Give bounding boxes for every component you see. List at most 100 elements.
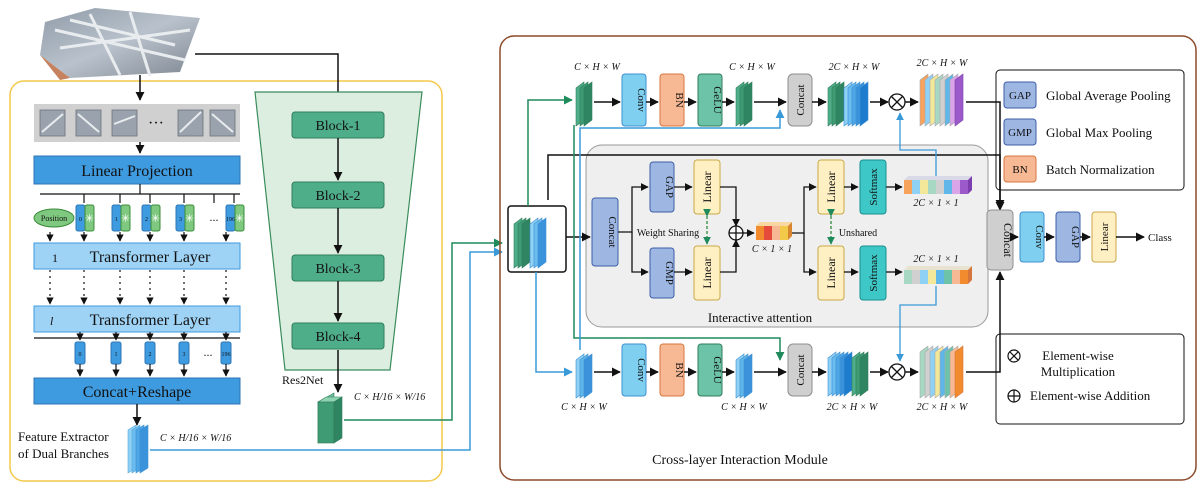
head-conv-label: Conv <box>1033 225 1045 249</box>
out-token-ellipsis: ... <box>204 345 213 359</box>
top-gelu-box <box>697 73 723 127</box>
c11-vector <box>756 222 792 240</box>
patch-token-index: 3 <box>179 217 182 223</box>
position-embedding <box>33 208 75 228</box>
linear-projection-box <box>33 155 241 185</box>
transformer-layer-1 <box>33 242 241 270</box>
head-linear-label: Linear <box>1099 222 1111 251</box>
patch-token-index: 1 <box>115 217 118 223</box>
res2net-label: Res2Net <box>282 373 324 387</box>
bottom-bn-box <box>659 343 685 397</box>
top-concat-dims: 2C × H × W <box>829 62 881 73</box>
patch-token-index: 196 <box>226 217 235 223</box>
position-star-icon: ✳ <box>235 213 244 225</box>
top-mid-dims: C × H × W <box>729 62 776 73</box>
cross-layer-module-frame <box>499 35 1197 481</box>
top-conv-output-feature <box>735 81 753 127</box>
class-output-label: Class <box>1148 232 1172 244</box>
bottom-conv-label: Conv <box>635 358 647 382</box>
position-token <box>234 204 245 232</box>
top-output-dims: 2C × H × W <box>917 58 969 69</box>
out-token-index: 0 <box>79 352 82 358</box>
legend-gmp-swatch <box>1003 118 1037 146</box>
legend-multiply-line2: Multiplication <box>1041 364 1116 379</box>
position-token <box>150 204 161 232</box>
res2net-block-label: Block-3 <box>315 262 360 277</box>
position-token <box>120 204 131 232</box>
position-token <box>84 204 95 232</box>
weight-sharing-label: Weight Sharing <box>637 228 699 239</box>
softmax-bottom-box <box>859 245 887 301</box>
bottom-concat-label: Concat <box>795 354 807 385</box>
weight-vector-top-dims: 2C × 1 × 1 <box>913 198 958 209</box>
linear-att-bottom-label: Linear <box>824 257 838 288</box>
cnn-dims-label: C × H/16 × W/16 <box>354 392 425 403</box>
position-star-icon: ✳ <box>85 213 94 225</box>
c11-dims: C × 1 × 1 <box>752 244 792 255</box>
add-node <box>728 225 744 241</box>
out-token-index: 2 <box>149 352 152 358</box>
top-concat-feature <box>827 81 869 127</box>
transformer-layer-l-label: Transformer Layer <box>90 312 211 329</box>
transformer-layer-l <box>33 305 241 333</box>
bottom-mid-dims: C × H × W <box>721 402 768 413</box>
legend-gap-swatch <box>1003 81 1037 109</box>
res2net-block-4 <box>291 322 385 350</box>
out-token-index: 1 <box>115 352 118 358</box>
top-concat-box <box>787 73 813 127</box>
transformer-layer-l-index: l <box>50 314 54 328</box>
input-image <box>40 8 200 80</box>
legend-gmp-text: Global Max Pooling <box>1046 125 1153 140</box>
transformer-layer-1-label: Transformer Layer <box>90 249 211 266</box>
patch-token-index: 0 <box>79 217 82 223</box>
legend-add-text: Element-wise Addition <box>1030 388 1151 403</box>
gmp-box <box>649 247 675 299</box>
out-token-index: 3 <box>183 352 186 358</box>
top-multiply-node <box>888 93 906 111</box>
weight-vector-top <box>904 176 972 194</box>
top-concat-label: Concat <box>795 84 807 115</box>
res2net-block-label: Block-1 <box>315 119 360 134</box>
bottom-conv-box <box>621 343 647 397</box>
final-concat-label: Concat <box>1001 223 1015 258</box>
top-bn-box <box>659 73 685 127</box>
softmax-bottom-label: Softmax <box>868 254 880 292</box>
token-ellipsis: ... <box>210 210 219 224</box>
feature-extractor-line1: Feature Extractor <box>18 429 109 444</box>
bottom-bn-label: BN <box>673 362 685 377</box>
unshared-label: Unshared <box>839 228 877 239</box>
position-star-icon: ✳ <box>121 213 130 225</box>
top-conv-label: Conv <box>635 88 647 112</box>
linear-top-label: Linear <box>700 171 714 202</box>
gap-label: GAP <box>663 176 675 198</box>
top-input-dims: C × H × W <box>574 62 621 73</box>
linear-bottom-label: Linear <box>700 257 714 288</box>
legend-bottom-frame <box>995 333 1185 425</box>
linear-projection-label: Linear Projection <box>81 163 193 180</box>
bottom-gelu-box <box>697 343 723 397</box>
bottom-output-dims: 2C × H × W <box>917 402 969 413</box>
attention-concat-label: Concat <box>606 216 618 247</box>
legend-bn-swatch <box>1003 155 1037 183</box>
legend-add-icon <box>1007 389 1021 403</box>
linear-att-top-label: Linear <box>824 171 838 202</box>
bottom-concat-feature <box>827 351 869 397</box>
gmp-label: GMP <box>663 261 675 285</box>
position-label: Position <box>41 214 67 223</box>
out-token-index: 196 <box>222 352 231 358</box>
res2net-block-label: Block-2 <box>315 189 360 204</box>
top-weighted-feature <box>919 73 964 127</box>
top-input-feature <box>575 81 593 127</box>
top-bn-label: BN <box>673 92 685 107</box>
bottom-concat-dims: 2C × H × W <box>827 402 879 413</box>
patch-ellipsis: ··· <box>148 115 164 132</box>
linear-bottom-box <box>693 245 721 301</box>
bottom-conv-output-feature <box>735 353 753 399</box>
weight-vector-bottom-dims: 2C × 1 × 1 <box>913 254 958 265</box>
legend-top-frame <box>995 69 1185 191</box>
patch-token-index: 2 <box>145 217 148 223</box>
legend-bn-text: Batch Normalization <box>1046 162 1155 177</box>
head-gap-label: GAP <box>1069 226 1081 248</box>
fused-input-feature <box>513 217 547 269</box>
